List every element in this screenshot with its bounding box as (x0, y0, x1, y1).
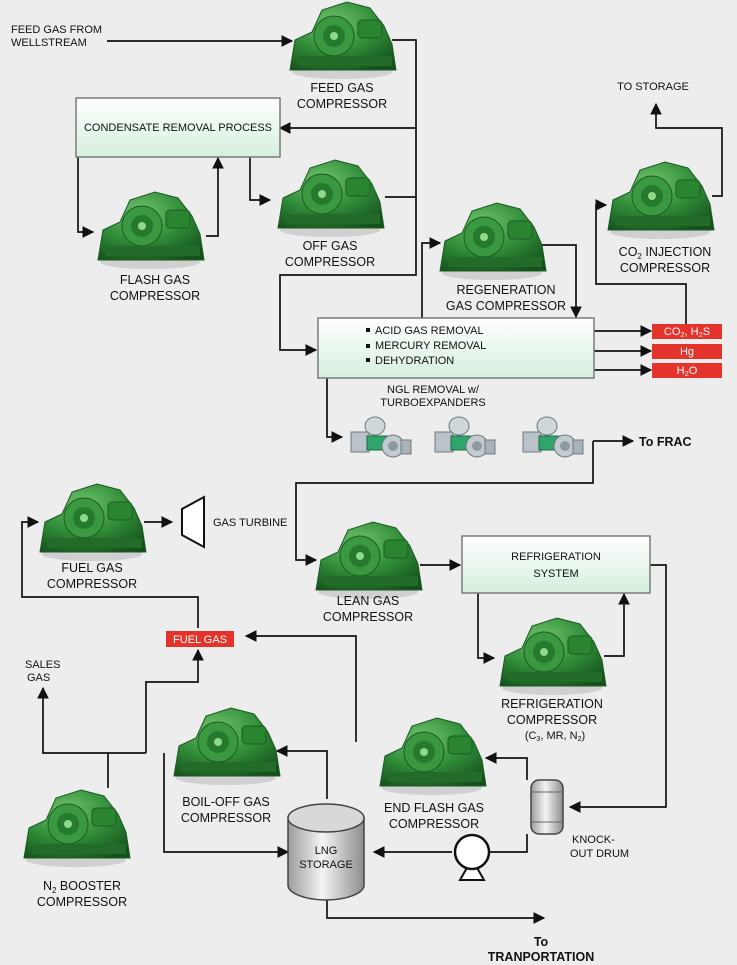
boil-off-gas-compressor-label-line2: COMPRESSOR (181, 811, 271, 825)
end-flash-gas-compressor-label-line2: COMPRESSOR (389, 817, 479, 831)
svg-text:FUEL GAS: FUEL GAS (173, 634, 227, 646)
turboexpander-3 (522, 416, 584, 458)
gas-turbine: GAS TURBINE (181, 495, 287, 549)
flash-gas-compressor: FLASH GAS COMPRESSOR (97, 191, 205, 303)
feed-gas-compressor-label: FEED GAS (310, 81, 373, 95)
refrigeration-compressor: REFRIGERATION COMPRESSOR (C3, MR, N2) (499, 617, 607, 743)
gas-turbine-label: GAS TURBINE (213, 517, 287, 529)
co2-injection-compressor-label-line2: COMPRESSOR (620, 261, 710, 275)
lean-gas-compressor-label-line2: COMPRESSOR (323, 610, 413, 624)
refrigeration-compressor-label-line2: COMPRESSOR (507, 713, 597, 727)
knockout-drum-label: KNOCK- (572, 834, 615, 846)
regeneration-gas-compressor-label-line2: GAS COMPRESSOR (446, 299, 566, 313)
n2-booster-compressor-label-line2: COMPRESSOR (37, 895, 127, 909)
acid-gas-removal-step: ACID GAS REMOVAL (375, 325, 484, 337)
to-transportation-label-line2: TRANPORTATION (488, 950, 594, 964)
lng-storage-label: LNG (315, 845, 338, 857)
refrigeration-system-label: REFRIGERATION (511, 551, 601, 563)
feed-gas-input-label-line2: WELLSTREAM (11, 37, 87, 49)
svg-text:Hg: Hg (680, 346, 694, 358)
boil-off-gas-compressor: BOIL-OFF GAS COMPRESSOR (173, 707, 281, 825)
to-storage-label: TO STORAGE (617, 81, 689, 93)
n2-booster-compressor-label: N2 BOOSTER (43, 879, 121, 895)
off-gas-compressor-label: OFF GAS (303, 239, 358, 253)
end-flash-gas-compressor: END FLASH GAS COMPRESSOR (379, 717, 487, 831)
fuel-gas-compressor: FUEL GAS COMPRESSOR (39, 483, 147, 591)
feed-gas-input-label: FEED GAS FROM (11, 24, 102, 36)
refrigerant-detail-label: (C3, MR, N2) (525, 730, 585, 743)
knockout-drum-label-line2: OUT DRUM (570, 848, 629, 860)
refrigeration-system-box: REFRIGERATION SYSTEM (461, 535, 651, 594)
dehydration-step: DEHYDRATION (375, 355, 454, 367)
fuel-gas-compressor-label-line2: COMPRESSOR (47, 577, 137, 591)
svg-text:H2O: H2O (677, 365, 698, 378)
turboexpander-1 (350, 416, 412, 458)
co2-injection-compressor: CO2 INJECTION COMPRESSOR (607, 161, 715, 275)
refrigeration-compressor-label: REFRIGERATION (501, 697, 603, 711)
regeneration-gas-compressor-label: REGENERATION (456, 283, 555, 297)
gas-treatment-box: ACID GAS REMOVAL MERCURY REMOVAL DEHYDRA… (317, 317, 595, 379)
n2-booster-compressor: N2 BOOSTER COMPRESSOR (23, 789, 131, 909)
lng-storage-tank: LNG STORAGE (287, 803, 365, 901)
end-flash-gas-compressor-label: END FLASH GAS (384, 801, 484, 815)
fuel-gas-compressor-label: FUEL GAS (61, 561, 122, 575)
flash-gas-compressor-label-line2: COMPRESSOR (110, 289, 200, 303)
regeneration-gas-compressor: REGENERATION GAS COMPRESSOR (439, 202, 566, 313)
to-transportation-label: To (534, 935, 549, 949)
h2o-output-tag: H2O (652, 363, 722, 378)
lean-gas-compressor: LEAN GAS COMPRESSOR (315, 521, 423, 624)
co2-h2s-output-tag: CO2, H2S (652, 324, 722, 339)
off-gas-compressor: OFF GAS COMPRESSOR (277, 159, 385, 269)
lng-pump-icon (453, 833, 491, 881)
refrigeration-system-label-line2: SYSTEM (533, 568, 578, 580)
mercury-removal-step: MERCURY REMOVAL (375, 340, 486, 352)
fuel-gas-tag: FUEL GAS (166, 631, 234, 647)
ngl-removal-label: NGL REMOVAL w/ (387, 384, 480, 396)
hg-output-tag: Hg (652, 344, 722, 359)
sales-gas-label-line2: GAS (27, 672, 50, 684)
ngl-removal-label-line2: TURBOEXPANDERS (380, 397, 486, 409)
condensate-removal-label: CONDENSATE REMOVAL PROCESS (84, 122, 272, 134)
lng-storage-label-line2: STORAGE (299, 859, 353, 871)
off-gas-compressor-label-line2: COMPRESSOR (285, 255, 375, 269)
lean-gas-compressor-label: LEAN GAS (337, 594, 400, 608)
flash-gas-compressor-label: FLASH GAS (120, 273, 190, 287)
turboexpander-2 (434, 416, 496, 458)
co2-injection-compressor-label: CO2 INJECTION (619, 245, 712, 261)
feed-gas-compressor: FEED GAS COMPRESSOR (289, 1, 397, 111)
knockout-drum: KNOCK- OUT DRUM (530, 779, 629, 860)
to-frac-label: To FRAC (639, 435, 692, 449)
feed-gas-compressor-label-line2: COMPRESSOR (297, 97, 387, 111)
sales-gas-label: SALES (25, 659, 60, 671)
condensate-removal-process-box: CONDENSATE REMOVAL PROCESS (75, 97, 281, 158)
boil-off-gas-compressor-label: BOIL-OFF GAS (182, 795, 270, 809)
svg-text:CO2, H2S: CO2, H2S (664, 326, 710, 339)
